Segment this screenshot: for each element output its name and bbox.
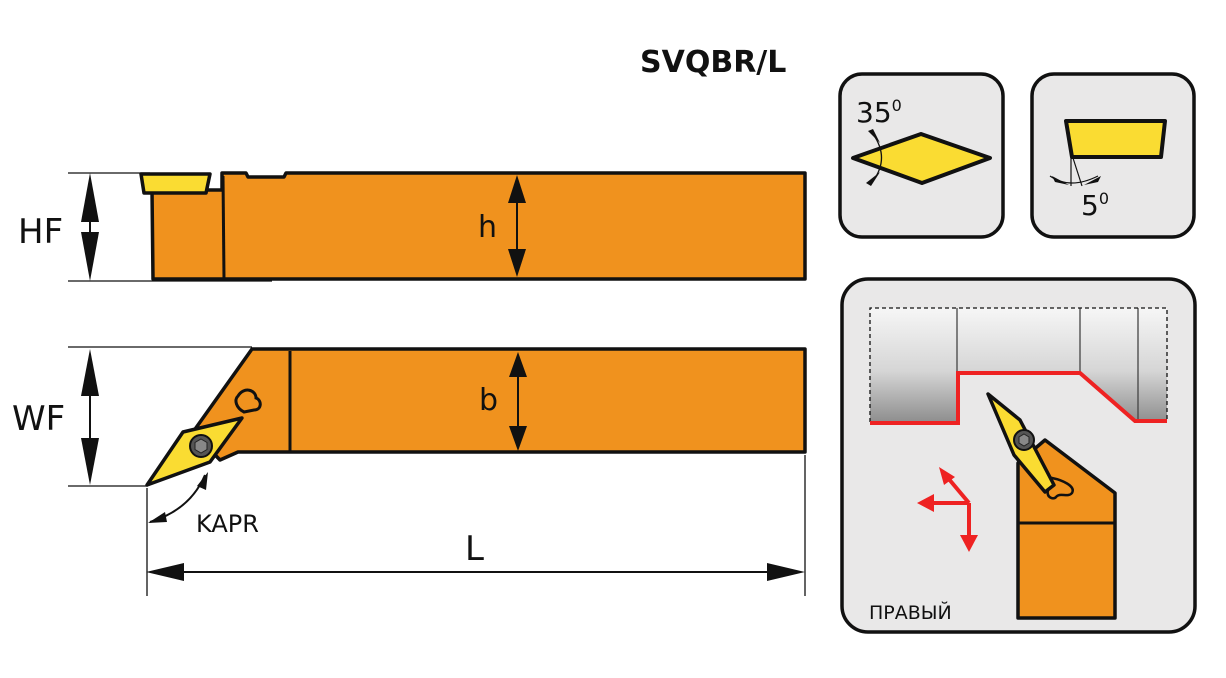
wf-label: WF xyxy=(12,399,65,439)
h-dimension-arrow xyxy=(508,175,526,277)
cutting-path xyxy=(870,371,1167,425)
title: SVQBR/L xyxy=(640,45,786,80)
wf-dimension-arrow xyxy=(81,349,99,485)
workpiece xyxy=(869,307,1168,425)
l-dimension-arrow xyxy=(146,563,805,581)
insert-angle-value: 35 xyxy=(856,96,892,129)
b-dimension-arrow xyxy=(509,352,527,451)
insert-profile-icon xyxy=(1064,119,1167,159)
operation-screw-icon xyxy=(1013,429,1035,451)
side-insert xyxy=(139,172,212,195)
top-shank-body xyxy=(191,347,807,462)
side-head-seam xyxy=(221,175,226,280)
svg-text:350: 350 xyxy=(856,96,902,129)
clearance-angle-value: 5 xyxy=(1081,189,1099,222)
rhombic-insert-icon xyxy=(851,132,992,185)
operation-panel: ПРАВЫЙ xyxy=(840,277,1197,634)
side-view: HF h xyxy=(18,171,807,282)
h-label: h xyxy=(478,210,497,245)
l-label: L xyxy=(465,529,484,569)
kapr-arrow-left xyxy=(148,512,167,523)
b-label: b xyxy=(479,383,498,418)
top-view: WF KAPR b L xyxy=(12,346,807,596)
hf-dimension-arrow xyxy=(81,173,99,281)
insert-angle-degree: 0 xyxy=(892,96,902,115)
feed-direction-arrows-icon xyxy=(917,467,978,552)
clearance-angle-degree: 0 xyxy=(1099,189,1109,208)
kapr-label: KAPR xyxy=(196,510,259,538)
svg-text:50: 50 xyxy=(1081,189,1109,222)
insert-screw-icon xyxy=(189,434,213,458)
insert-shape-panel: 350 xyxy=(838,72,1005,239)
kapr-arrow-right xyxy=(197,472,208,490)
hf-label: HF xyxy=(18,212,63,252)
hand-label: ПРАВЫЙ xyxy=(869,601,952,624)
clamp-lever xyxy=(234,388,262,414)
clearance-panel: 50 xyxy=(1030,72,1196,239)
